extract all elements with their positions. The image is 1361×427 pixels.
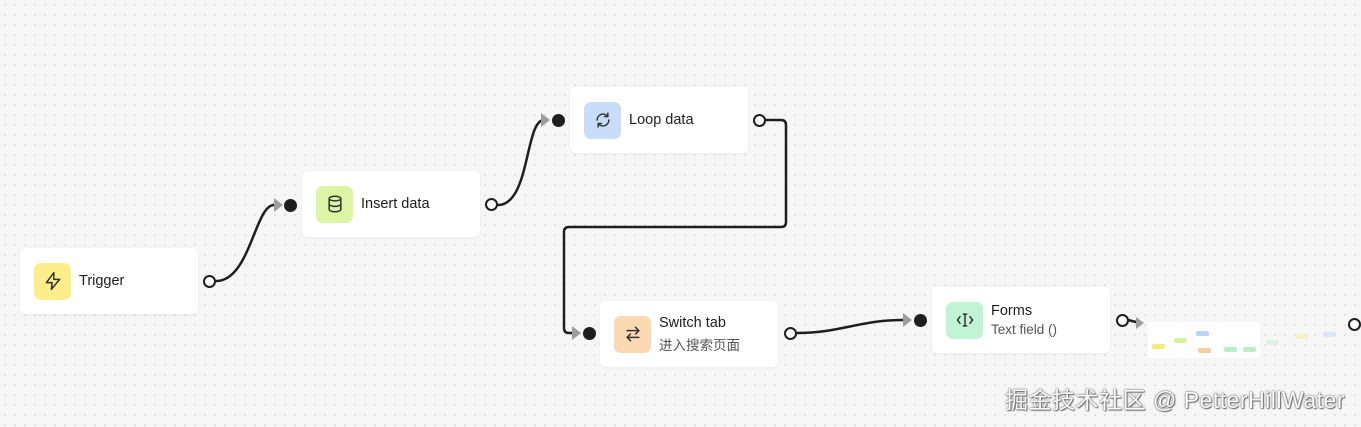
edge-insert-data-loop-data bbox=[496, 118, 546, 207]
minimap-node-switch-tab bbox=[1198, 348, 1211, 353]
loop-data-input-port[interactable] bbox=[552, 114, 565, 127]
node-forms[interactable]: Forms Text field () bbox=[932, 287, 1110, 353]
switch-tab-output-port[interactable] bbox=[784, 327, 797, 340]
minimap-node-loop-data bbox=[1196, 331, 1209, 336]
loop-data-output-port[interactable] bbox=[753, 114, 766, 127]
edge-trigger-insert-data bbox=[214, 203, 276, 283]
node-insert-data-title: Insert data bbox=[361, 196, 430, 212]
node-loop-data-title: Loop data bbox=[629, 112, 694, 128]
node-forms-subtitle: Text field () bbox=[991, 322, 1058, 337]
node-loop-data-icon-tile bbox=[584, 101, 621, 139]
node-trigger-title: Trigger bbox=[79, 273, 125, 289]
loop-data-input-arrow bbox=[541, 113, 550, 127]
minimap-node-trigger bbox=[1152, 344, 1165, 349]
node-forms-title: Forms bbox=[991, 303, 1033, 319]
switch-tab-input-port[interactable] bbox=[583, 327, 596, 340]
node-switch-tab-title: Switch tab bbox=[659, 314, 726, 331]
minimap-node-insert-data bbox=[1174, 338, 1187, 343]
node-trigger-text: Trigger bbox=[79, 273, 124, 289]
trigger-output-port[interactable] bbox=[203, 275, 216, 288]
node-trigger[interactable]: Trigger bbox=[20, 248, 198, 314]
node-forms-text: Forms Text field () bbox=[991, 303, 1057, 337]
lightning-icon bbox=[45, 271, 60, 291]
node-switch-tab-icon-tile bbox=[614, 315, 651, 353]
database-icon bbox=[327, 195, 342, 213]
node-loop-data[interactable]: Loop data bbox=[570, 87, 748, 153]
next-node-input-arrow bbox=[1136, 317, 1144, 329]
node-trigger-icon-tile bbox=[34, 262, 71, 300]
swap-arrows-icon bbox=[625, 326, 640, 342]
node-switch-tab-subtitle: 进入搜索页面 bbox=[659, 337, 740, 353]
node-insert-data-text: Insert data bbox=[361, 196, 430, 212]
insert-data-input-port[interactable] bbox=[284, 199, 297, 212]
minimap-node-forms-2 bbox=[1243, 347, 1256, 352]
minimap-node-forms bbox=[1224, 347, 1237, 352]
minimap-node-extra-2 bbox=[1295, 334, 1308, 339]
node-switch-tab[interactable]: Switch tab 进入搜索页面 bbox=[600, 301, 778, 367]
insert-data-output-port[interactable] bbox=[485, 198, 498, 211]
minimap-node-extra-1 bbox=[1266, 340, 1279, 345]
edge-forms-next bbox=[1126, 318, 1138, 324]
minimap-node-extra-3 bbox=[1323, 332, 1336, 337]
minimap[interactable] bbox=[1148, 322, 1260, 358]
switch-tab-input-arrow bbox=[572, 326, 581, 340]
watermark: 掘金技术社区 @ PetterHillWater bbox=[1005, 387, 1345, 413]
node-switch-tab-text: Switch tab 进入搜索页面 bbox=[659, 315, 740, 354]
forms-input-arrow bbox=[903, 313, 912, 327]
node-insert-data[interactable]: Insert data bbox=[302, 171, 480, 237]
offscreen-node-port[interactable] bbox=[1348, 318, 1361, 331]
forms-output-port[interactable] bbox=[1116, 314, 1129, 327]
refresh-icon bbox=[595, 112, 610, 128]
text-cursor-icon bbox=[956, 313, 973, 327]
forms-input-port[interactable] bbox=[914, 314, 927, 327]
node-loop-data-text: Loop data bbox=[629, 112, 694, 128]
edge-switch-tab-forms bbox=[795, 318, 905, 335]
node-insert-data-icon-tile bbox=[316, 185, 353, 223]
insert-data-input-arrow bbox=[274, 198, 283, 212]
node-forms-icon-tile bbox=[946, 301, 983, 339]
